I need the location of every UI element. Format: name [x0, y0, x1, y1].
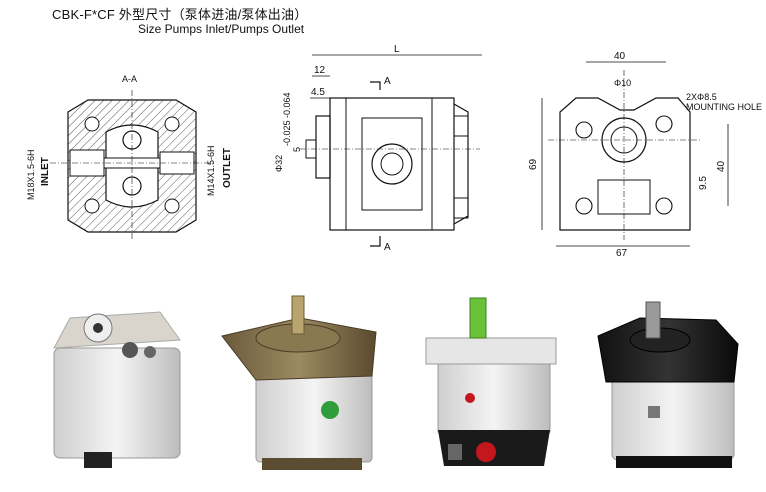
- dim-phi10: Φ10: [614, 78, 631, 88]
- section-label: A-A: [122, 74, 137, 84]
- page-title: CBK-F*CF 外型尺寸（泵体进油/泵体出油）: [52, 7, 308, 22]
- dim-L: L: [394, 44, 400, 55]
- pump-photo-1: [53, 311, 181, 468]
- dim-5: 5: [292, 147, 302, 152]
- pump-photo-4: [597, 301, 739, 468]
- dim-4-5: 4.5: [311, 87, 325, 98]
- arrow-a-bottom: A: [384, 242, 391, 253]
- dim-40-top: 40: [614, 51, 626, 62]
- inlet-thread-label: M18X1.5-6H: [26, 149, 36, 200]
- section-view-a-a: A-A M18X1.5-6H INLET M14X1.5-6H OUTLET: [26, 74, 233, 240]
- outlet-thread-label: M14X1.5-6H: [206, 145, 216, 196]
- dim-9-5: 9.5: [698, 176, 709, 190]
- page-subtitle: Size Pumps Inlet/Pumps Outlet: [138, 22, 305, 36]
- outlet-label: OUTLET: [222, 148, 233, 188]
- arrow-a-top: A: [384, 76, 391, 87]
- dim-12: 12: [314, 65, 326, 76]
- dim-67: 67: [616, 248, 628, 259]
- inlet-label: INLET: [40, 157, 51, 186]
- dim-69: 69: [528, 158, 539, 170]
- dim-40-right: 40: [716, 160, 727, 172]
- dim-mounting: MOUNTING HOLE: [686, 102, 762, 112]
- pump-photo-3: [425, 297, 557, 466]
- pump-photo-2: [221, 295, 377, 470]
- dim-shaft: Φ32: [274, 155, 284, 172]
- dim-tolerance: -0.025 -0.064: [282, 92, 292, 146]
- side-view: L 12 4.5 A Φ32 -0.025 -0.064 5 A: [274, 44, 482, 253]
- dim-holes: 2XΦ8.5: [686, 92, 717, 102]
- front-view: 40 Φ10 2XΦ8.5 MOUNTING HOLE 69 40 9.5 67: [528, 51, 762, 259]
